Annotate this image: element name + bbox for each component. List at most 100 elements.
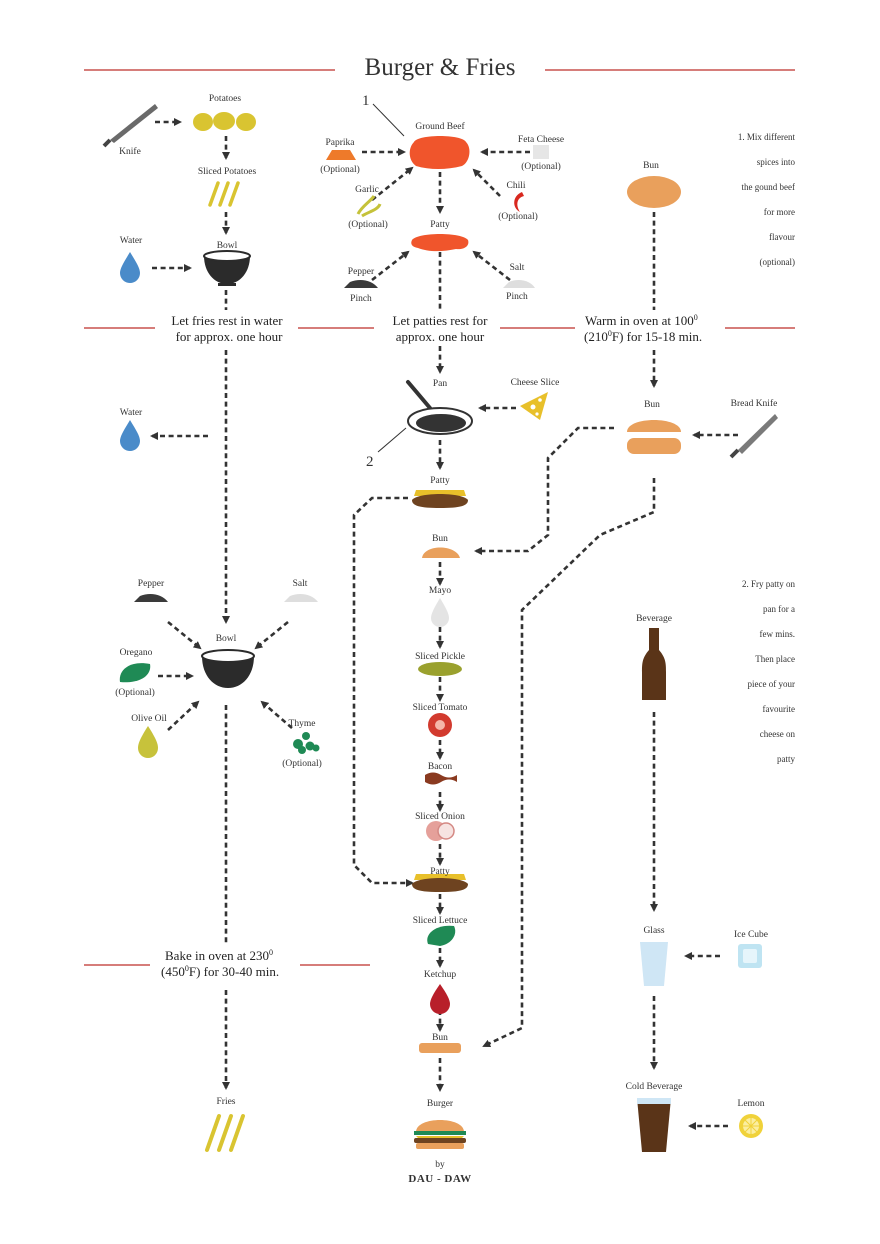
label-bun: Bun — [432, 534, 448, 544]
label-thyme-optional: (Optional) — [282, 758, 322, 769]
label-paprika: Paprika — [325, 138, 355, 148]
label-bun: Bun — [643, 161, 659, 171]
note-1-line: 1. Mix different — [738, 132, 796, 142]
label-ice-cube: Ice Cube — [734, 930, 768, 940]
bowl-icon — [201, 649, 255, 688]
beverage-bottle-icon — [642, 628, 666, 700]
label-beverage: Beverage — [636, 614, 672, 624]
bun-icon — [627, 176, 681, 208]
tomato-icon — [428, 713, 452, 737]
mayo-icon — [431, 598, 449, 627]
label-lemon: Lemon — [738, 1099, 765, 1109]
label-bun: Bun — [644, 400, 660, 410]
step-oven-bun-line1: Warm in oven at 1000 — [585, 313, 698, 328]
label-salt: Salt — [510, 263, 525, 273]
note-2-line: piece of your — [748, 679, 795, 689]
pickle-icon — [418, 662, 462, 676]
note-1-line: the gound beef — [742, 182, 795, 192]
pepper-icon — [134, 594, 168, 602]
label-sliced-potatoes: Sliced Potatoes — [198, 167, 257, 177]
label-olive-oil: Olive Oil — [131, 714, 167, 724]
note-2-line: Then place — [755, 654, 795, 664]
label-chili: Chili — [506, 181, 525, 191]
label-bowl: Bowl — [216, 634, 237, 644]
label-feta-optional: (Optional) — [521, 161, 561, 172]
label-bun: Bun — [432, 1033, 448, 1043]
page-title: Burger & Fries — [365, 54, 516, 81]
label-sliced-lettuce: Sliced Lettuce — [413, 916, 468, 926]
chili-icon — [514, 192, 524, 212]
label-ground-beef: Ground Beef — [415, 121, 465, 132]
brand-by: by — [435, 1160, 445, 1170]
marker-1-pointer — [372, 103, 405, 137]
pan-icon — [406, 380, 473, 435]
water-drop-icon — [120, 420, 140, 451]
label-mayo: Mayo — [429, 586, 451, 596]
note-1-line: spices into — [757, 157, 796, 167]
note-1-line: flavour — [769, 232, 795, 242]
note-1-line: (optional) — [760, 257, 796, 267]
label-paprika-optional: (Optional) — [320, 164, 360, 175]
label-bowl: Bowl — [217, 241, 238, 251]
step-patties-rest-line2: approx. one hour — [396, 329, 485, 344]
label-patty: Patty — [430, 867, 450, 877]
step-fries-rest-line2: for approx. one hour — [176, 329, 284, 344]
label-patty: Patty — [430, 220, 450, 230]
pepper-icon — [344, 280, 378, 288]
step-oven-fries-line1: Bake in oven at 2300 — [165, 948, 273, 963]
patty-raw-icon — [411, 234, 469, 252]
label-fries: Fries — [217, 1097, 236, 1107]
step-patties-rest-line1: Let patties rest for — [393, 313, 489, 328]
onion-icon — [426, 821, 455, 841]
step-oven-fries-line2: (4500F) for 30-40 min. — [161, 964, 279, 979]
label-thyme: Thyme — [289, 719, 316, 729]
label-ketchup: Ketchup — [424, 970, 456, 980]
note-2-line: cheese on — [760, 729, 796, 739]
label-patty: Patty — [430, 476, 450, 486]
note-2-line: patty — [777, 754, 795, 764]
marker-2: 2 — [366, 454, 374, 470]
note-1-line: for more — [764, 207, 795, 217]
garlic-icon — [356, 195, 382, 218]
label-pepper: Pepper — [138, 579, 165, 589]
potatoes-icon — [193, 112, 256, 131]
lettuce-icon — [427, 925, 456, 946]
label-burger: Burger — [427, 1099, 454, 1109]
paprika-icon — [326, 150, 356, 160]
burger-icon — [414, 1120, 466, 1149]
patty-with-cheese-icon — [412, 490, 468, 508]
label-potatoes: Potatoes — [209, 94, 241, 104]
cheese-slice-icon — [520, 392, 548, 420]
bun-bottom-icon — [419, 1043, 461, 1053]
label-garlic: Garlic — [355, 185, 379, 195]
label-cold-beverage: Cold Beverage — [626, 1082, 683, 1092]
thyme-icon — [293, 732, 320, 754]
note-2: 2. Fry patty on pan for a few mins. Then… — [742, 579, 795, 764]
ground-beef-icon — [409, 136, 470, 169]
bun-top-icon — [422, 547, 460, 558]
bowl-icon — [203, 250, 251, 286]
label-pan: Pan — [433, 379, 448, 389]
step-oven-bun-text: Warm in oven at 100 — [585, 313, 694, 328]
label-pepper: Pepper — [348, 267, 375, 277]
sliced-potatoes-icon — [208, 181, 240, 207]
salt-icon — [284, 594, 318, 602]
label-sliced-onion: Sliced Onion — [415, 812, 465, 822]
marker-2-pointer — [377, 427, 407, 453]
label-glass: Glass — [643, 926, 664, 936]
label-feta: Feta Cheese — [518, 135, 564, 145]
glass-icon — [640, 942, 668, 986]
label-garlic-optional: (Optional) — [348, 219, 388, 230]
step-oven-bun-line2: (2100F) for 15-18 min. — [584, 329, 702, 344]
label-cheese-slice: Cheese Slice — [511, 378, 560, 388]
label-salt-pinch: Pinch — [506, 292, 528, 302]
bacon-icon — [425, 772, 457, 785]
label-salt: Salt — [293, 579, 308, 589]
note-1: 1. Mix different spices into the gound b… — [738, 132, 796, 267]
step-oven-bun-degree: 0 — [694, 313, 698, 322]
flow-arrows — [150, 118, 738, 1130]
label-oregano: Oregano — [120, 648, 153, 658]
label-bread-knife: Bread Knife — [731, 398, 778, 409]
